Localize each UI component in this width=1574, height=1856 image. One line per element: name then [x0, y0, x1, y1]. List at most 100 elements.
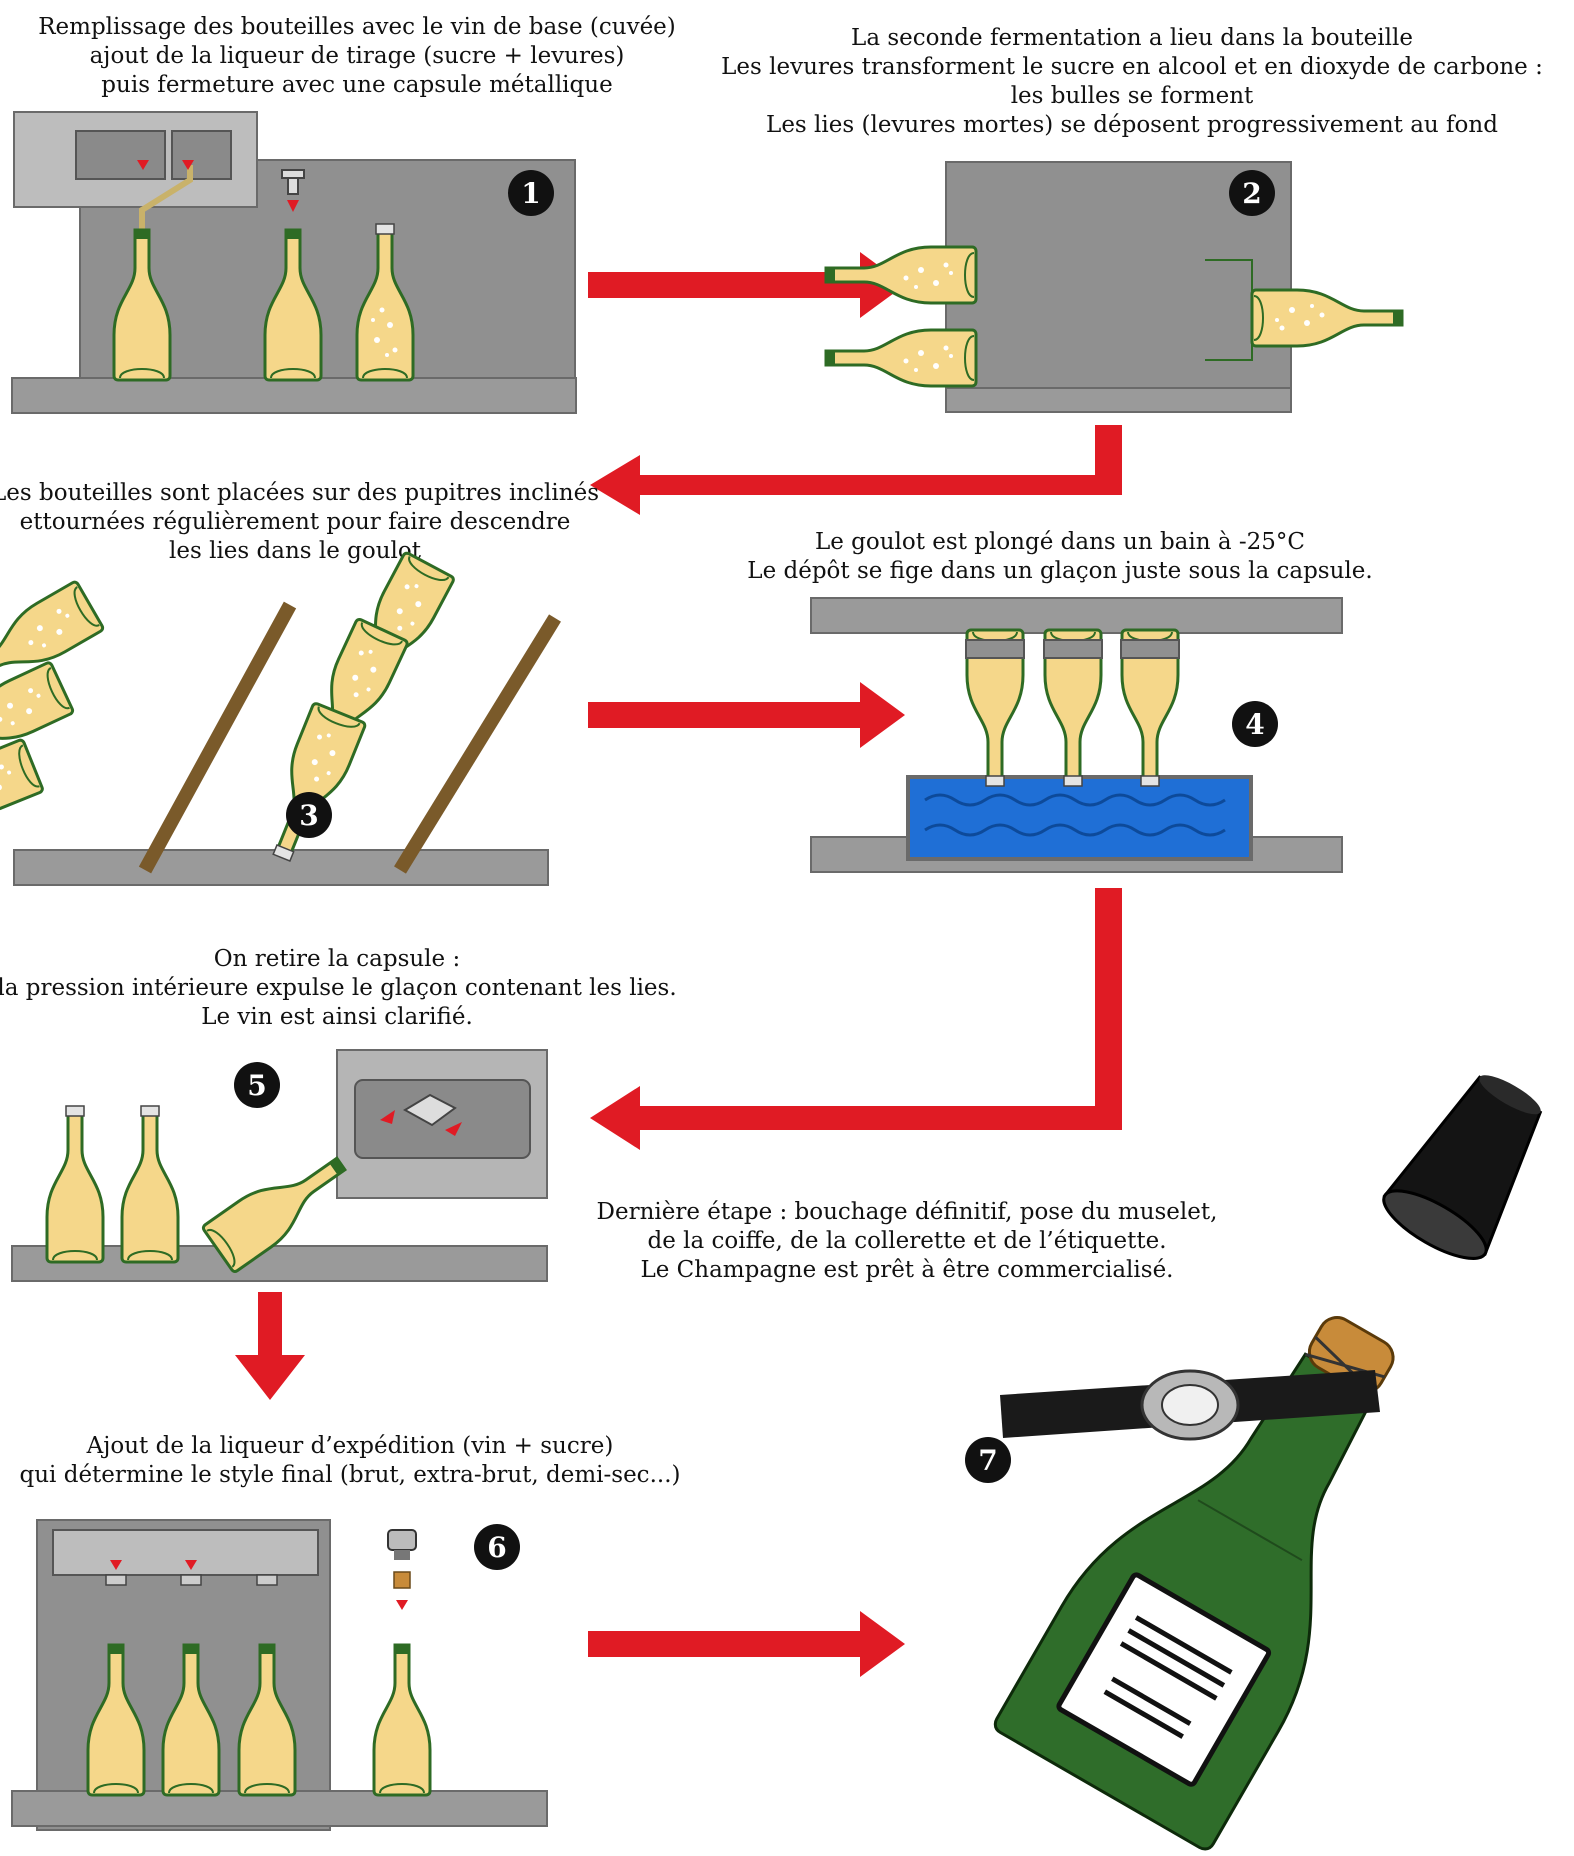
- bottle-tilted: [254, 701, 368, 870]
- red-arrow-down-icon: [287, 200, 299, 212]
- label-line: [1119, 1641, 1218, 1701]
- step6-caption: Ajout de la liqueur d’expédition (vin + …: [20, 1433, 681, 1488]
- shelf: [11, 377, 577, 414]
- step6-caption-line: Ajout de la liqueur d’expédition (vin + …: [86, 1433, 614, 1459]
- step7-caption-line: de la coiffe, de la collerette et de l’é…: [647, 1228, 1166, 1254]
- capsule-tool: [281, 169, 305, 195]
- bottle-horizontal: [824, 328, 978, 388]
- step5-caption-line: Le vin est ainsi clarifié.: [201, 1004, 473, 1030]
- red-arrow-down-icon: [137, 160, 149, 170]
- step2-caption-line: les bulles se forment: [1011, 83, 1254, 109]
- step6-caption-line: qui détermine le style final (brut, extr…: [20, 1462, 681, 1488]
- foil-capsule: [1382, 1075, 1543, 1260]
- step1-caption: Remplissage des bouteilles avec le vin d…: [38, 14, 676, 98]
- red-arrow-left-icon: [590, 425, 1122, 515]
- step1-caption-line: ajout de la liqueur de tirage (sucre + l…: [90, 43, 625, 69]
- step-badge-1: [508, 170, 554, 216]
- step7-caption: Dernière étape : bouchage définitif, pos…: [597, 1199, 1218, 1283]
- ejected-ice-plug: [403, 1093, 457, 1127]
- step-badge-number: 2: [1242, 177, 1261, 210]
- red-arrow-left-icon: [590, 888, 1122, 1150]
- liqueur-tube: [139, 165, 193, 235]
- step2-caption-line: Les lies (levures mortes) se déposent pr…: [766, 112, 1498, 138]
- step-badge-number: 6: [487, 1531, 506, 1564]
- step5-caption: On retire la capsule : la pression intér…: [0, 946, 677, 1030]
- step1-caption-line: puis fermeture avec une capsule métalliq…: [101, 72, 612, 98]
- step4-illustration: 4: [810, 597, 1343, 873]
- step-badge-number: 5: [247, 1069, 266, 1102]
- dosing-nozzle: [105, 1574, 127, 1586]
- red-arrow-right-icon: [588, 1611, 905, 1677]
- step7-illustration: 7: [965, 1075, 1543, 1851]
- bottle-tilted: [0, 737, 45, 851]
- dosing-nozzle: [256, 1574, 278, 1586]
- step-badge-5: [234, 1062, 280, 1108]
- red-arrow-down-icon: [182, 160, 194, 170]
- top-rail: [810, 597, 1343, 634]
- step7-caption-line: Dernière étape : bouchage définitif, pos…: [597, 1199, 1218, 1225]
- corking-tool: [387, 1529, 417, 1560]
- step2-caption-line: La seconde fermentation a lieu dans la b…: [851, 25, 1413, 51]
- red-arrow-down-icon: [185, 1560, 197, 1570]
- red-arrow-down-icon: [396, 1600, 408, 1610]
- red-arrow-right-icon: [588, 682, 905, 748]
- shelf: [945, 387, 1292, 413]
- cork-icon: [393, 1571, 411, 1589]
- red-arrow-icon: [380, 1110, 395, 1124]
- label-line: [1134, 1615, 1233, 1675]
- step5-caption-line: la pression intérieure expulse le glaçon…: [0, 975, 677, 1001]
- filler-slot: [171, 130, 232, 180]
- step3-caption: Les bouteilles sont placées sur des pupi…: [0, 480, 599, 564]
- step-badge-3: [286, 792, 332, 838]
- label-line: [1103, 1689, 1184, 1739]
- ice-bath: [906, 775, 1253, 861]
- riddling-rack: [394, 614, 561, 874]
- shelf: [11, 1790, 548, 1827]
- red-arrow-down-icon: [235, 1292, 305, 1400]
- bottle-clamp: [1043, 639, 1103, 659]
- step3-caption-line: Les bouteilles sont placées sur des pupi…: [0, 480, 599, 506]
- bottle-clarified: [45, 1104, 105, 1264]
- step7-caption-line: Le Champagne est prêt à être commerciali…: [640, 1257, 1173, 1283]
- step3-caption-line: ettournées régulièrement pour faire desc…: [20, 509, 571, 535]
- filler-slot: [75, 130, 166, 180]
- bottle-clarified: [120, 1104, 180, 1264]
- step5-caption-line: On retire la capsule :: [214, 946, 460, 972]
- riddling-rack: [138, 601, 297, 874]
- bottle-horizontal: [1250, 288, 1404, 348]
- label-line: [1127, 1628, 1226, 1688]
- bottle-clamp: [1120, 639, 1180, 659]
- step2-illustration: 2: [824, 161, 1404, 413]
- step-badge-4: [1232, 701, 1278, 747]
- step-badge-number: 1: [521, 177, 540, 210]
- champagne-bottle: [993, 1316, 1395, 1851]
- bottle: [372, 1643, 432, 1797]
- step-badge-7: [965, 1437, 1011, 1483]
- red-arrow-icon: [445, 1122, 462, 1136]
- step3-illustration: 3: [0, 550, 561, 886]
- disgorging-chamber: [354, 1079, 531, 1159]
- step2-caption: La seconde fermentation a lieu dans la b…: [721, 25, 1543, 138]
- step-badge-number: 3: [299, 799, 318, 832]
- bottle-label: [1056, 1572, 1272, 1787]
- collar-band: [1000, 1369, 1380, 1441]
- step4-caption-line: Le goulot est plongé dans un bain à -25°…: [815, 529, 1305, 555]
- step4-caption: Le goulot est plongé dans un bain à -25°…: [747, 529, 1372, 584]
- step5-illustration: 5: [11, 1049, 548, 1282]
- step2-caption-line: Les levures transforment le sucre en alc…: [721, 54, 1543, 80]
- step-badge-number: 4: [1245, 708, 1264, 741]
- bottle-clamp: [965, 639, 1025, 659]
- dosing-machine-head: [52, 1529, 319, 1576]
- step3-caption-line: les lies dans le goulot: [169, 538, 422, 564]
- red-arrow-right-icon: [588, 252, 905, 318]
- step6-illustration: 6: [11, 1519, 548, 1831]
- step4-caption-line: Le dépôt se fige dans un glaçon juste so…: [747, 558, 1372, 584]
- dosing-nozzle: [180, 1574, 202, 1586]
- step-badge-number: 7: [978, 1444, 997, 1477]
- step-badge-2: [1229, 170, 1275, 216]
- step1-caption-line: Remplissage des bouteilles avec le vin d…: [38, 14, 676, 40]
- step-badge-6: [474, 1524, 520, 1570]
- shelf: [13, 849, 549, 886]
- label-line: [1111, 1676, 1192, 1726]
